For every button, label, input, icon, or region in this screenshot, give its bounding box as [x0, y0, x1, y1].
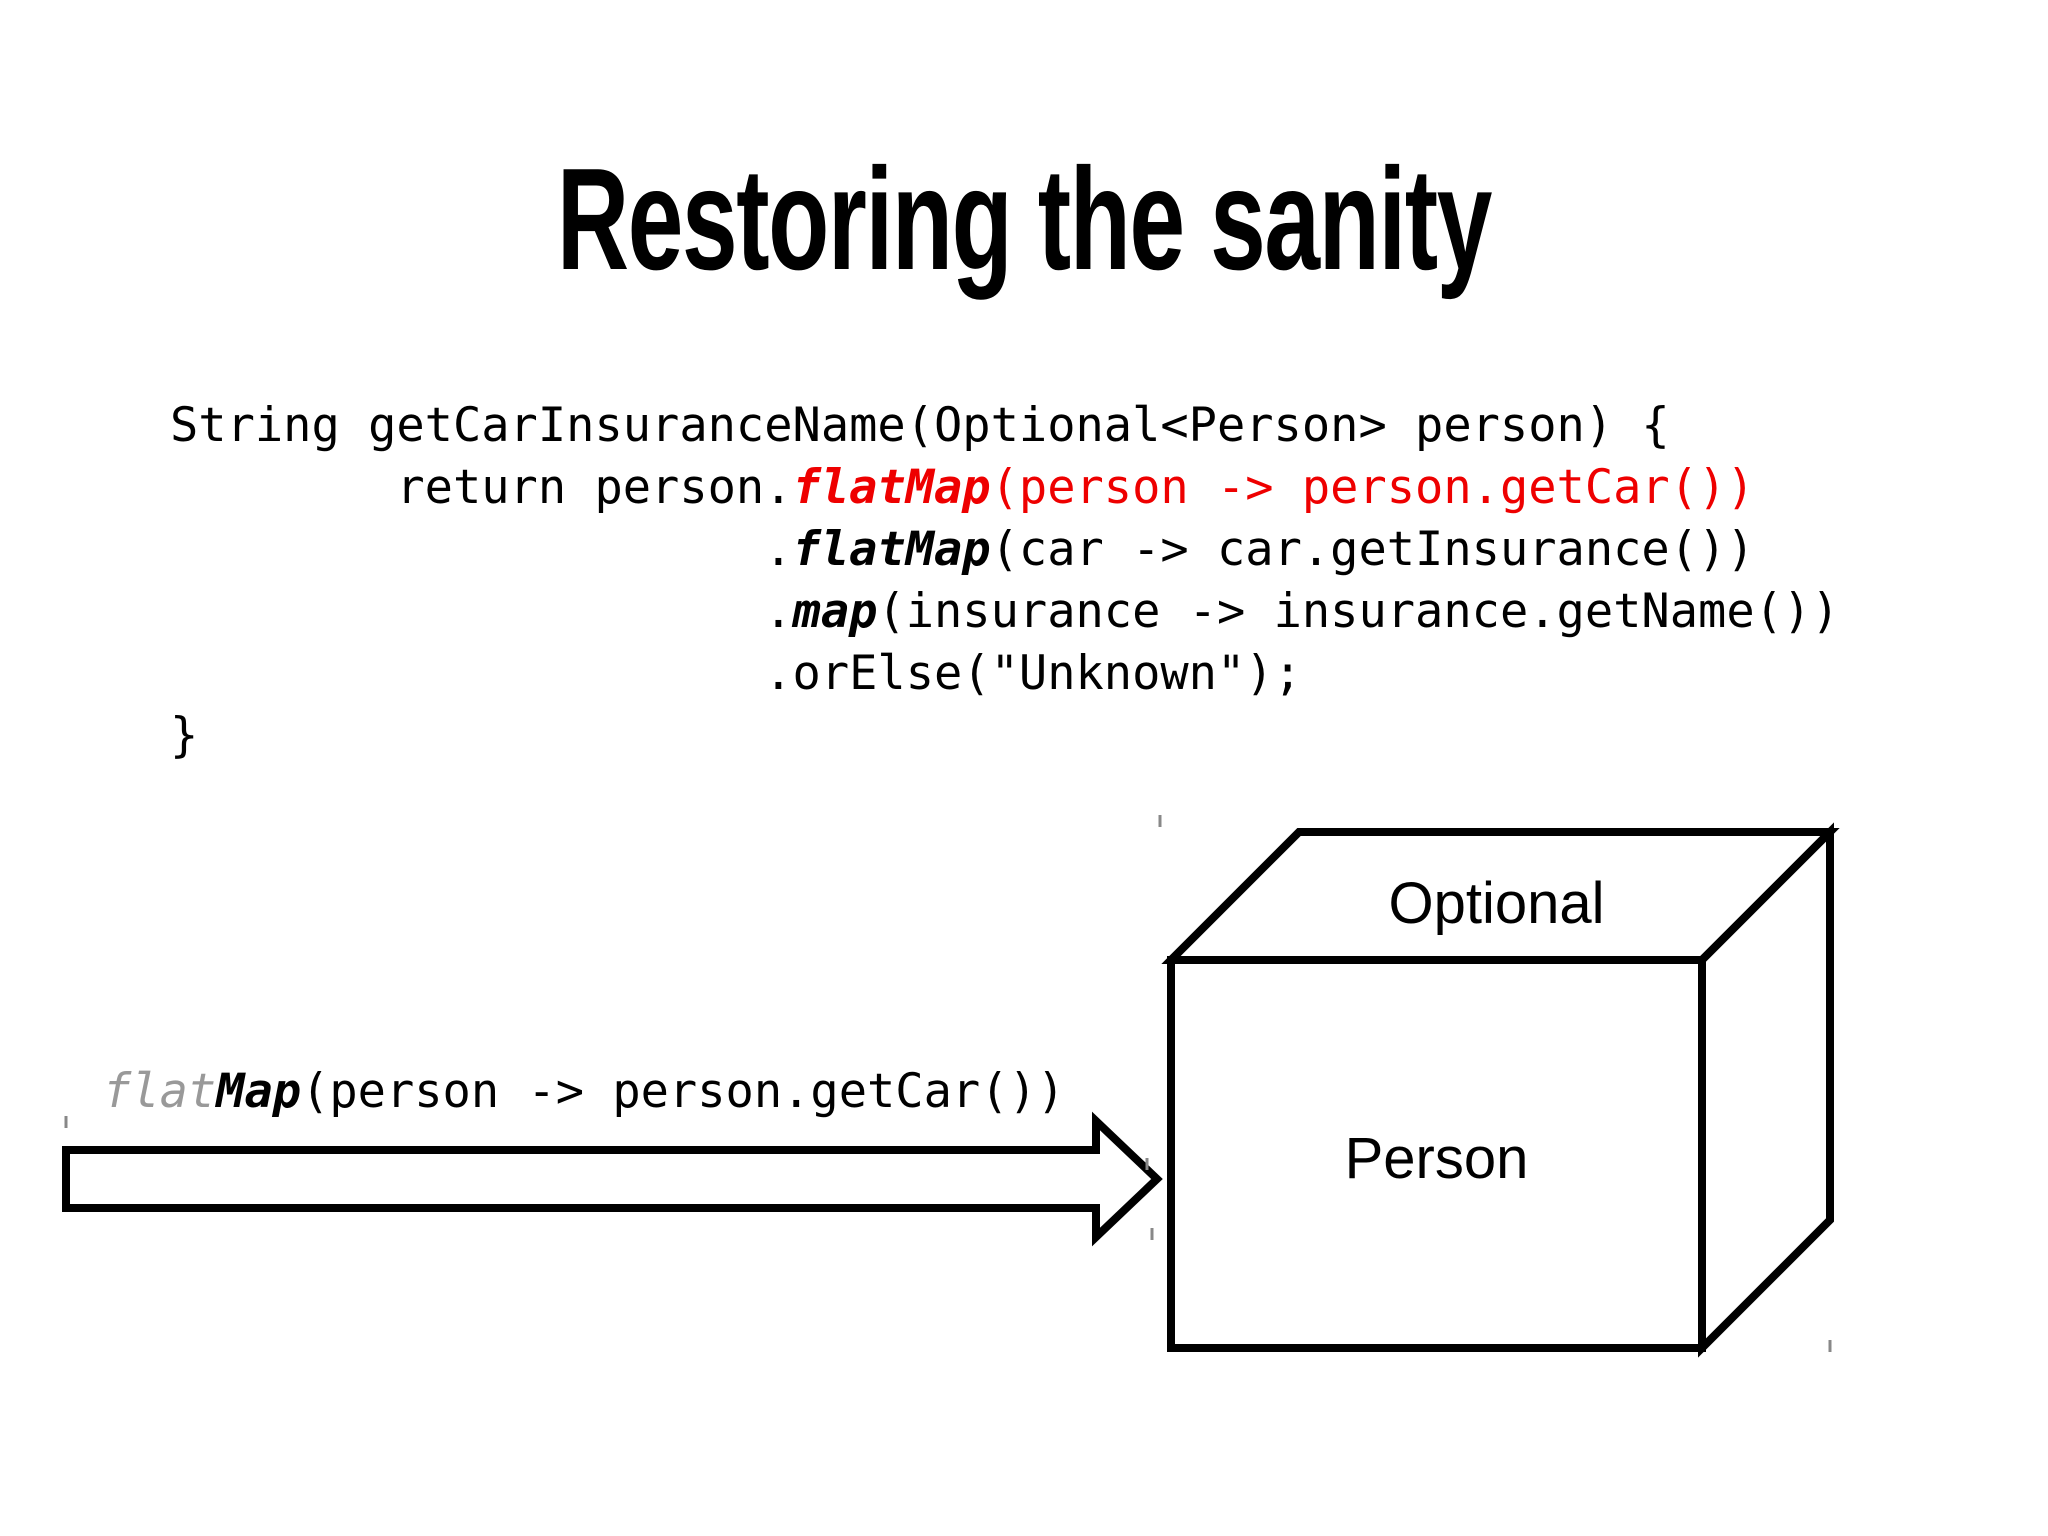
text-segment: (insurance -> insurance.getName())	[877, 584, 1840, 639]
text-segment: String getCarInsuranceName(Optional<Pers…	[170, 398, 1670, 453]
code-line: .orElse("Unknown");	[170, 643, 1840, 705]
code-line: return person.flatMap(person -> person.g…	[170, 457, 1840, 519]
title-row: Restoring the sanity	[0, 138, 2048, 300]
code-block: String getCarInsuranceName(Optional<Pers…	[170, 395, 1840, 767]
flatmap-arrow-label: flatMap(person -> person.getCar())	[103, 1061, 1065, 1123]
text-segment: .	[170, 584, 793, 639]
text-segment: flat	[103, 1064, 217, 1119]
text-segment: (person -> person.getCar())	[990, 460, 1755, 515]
code-line: .flatMap(car -> car.getInsurance())	[170, 519, 1840, 581]
text-segment: .	[170, 522, 793, 577]
text-segment: }	[170, 708, 199, 763]
text-segment: map	[792, 584, 878, 639]
flatmap-arrow	[62, 1111, 1163, 1247]
code-line: String getCarInsuranceName(Optional<Pers…	[170, 395, 1840, 457]
text-segment: Map	[216, 1064, 302, 1119]
optional-box-front-face	[1167, 956, 1706, 1352]
text-segment: (car -> car.getInsurance())	[990, 522, 1755, 577]
text-segment: flatMap	[792, 460, 991, 515]
text-segment: flatMap	[792, 522, 991, 577]
text-segment: .orElse("Unknown");	[170, 646, 1302, 701]
text-segment: return person.	[170, 460, 793, 515]
code-line: .map(insurance -> insurance.getName())	[170, 581, 1840, 643]
optional-box-top-label: Optional	[1388, 871, 1605, 936]
optional-box-front-label: Person	[1344, 1126, 1529, 1191]
code-line: }	[170, 705, 1840, 767]
slide-title: Restoring the sanity	[556, 138, 1493, 300]
text-segment: (person -> person.getCar())	[301, 1064, 1066, 1119]
